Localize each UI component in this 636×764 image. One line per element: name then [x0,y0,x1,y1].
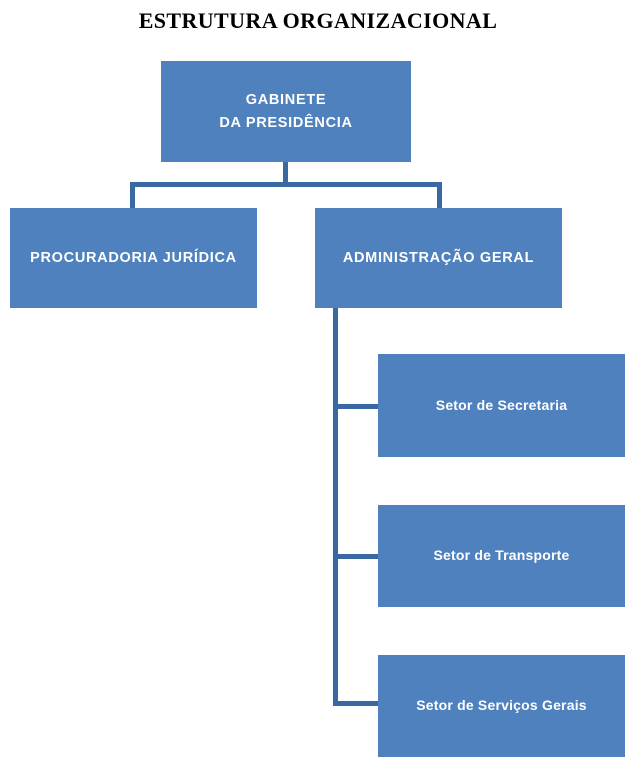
connector-level1-splitter [130,182,442,187]
connector-administracao-trunk [333,308,338,706]
node-gabinete-label-line2: DA PRESIDÊNCIA [219,114,353,131]
page-title: ESTRUTURA ORGANIZACIONAL [138,8,498,33]
node-administracao-label: ADMINISTRAÇÃO GERAL [342,249,535,266]
node-secretaria-label: Setor de Secretaria [435,396,568,413]
node-setor-de-transporte[interactable]: Setor de Transporte [378,505,625,607]
node-transporte-label: Setor de Transporte [433,547,570,564]
connector-arm-servicos [333,701,378,706]
node-setor-de-secretaria[interactable]: Setor de Secretaria [378,354,625,457]
node-gabinete-label-line1: GABINETE [245,92,327,109]
node-procuradoria-label: PROCURADORIA JURÍDICA [30,249,237,266]
node-administracao-geral[interactable]: ADMINISTRAÇÃO GERAL [315,208,562,308]
connector-drop-procuradoria [130,182,135,208]
node-setor-de-servicos-gerais[interactable]: Setor de Serviços Gerais [378,655,625,757]
connector-arm-secretaria [333,404,378,409]
node-procuradoria-juridica[interactable]: PROCURADORIA JURÍDICA [10,208,257,308]
connector-gabinete-stem [283,162,288,184]
connector-drop-administracao [437,182,442,208]
connector-arm-transporte [333,554,378,559]
node-gabinete-label: GABINETE DA PRESIDÊNCIA [213,89,358,134]
node-servicos-label: Setor de Serviços Gerais [416,697,587,714]
node-gabinete-da-presidencia[interactable]: GABINETE DA PRESIDÊNCIA [161,61,411,162]
